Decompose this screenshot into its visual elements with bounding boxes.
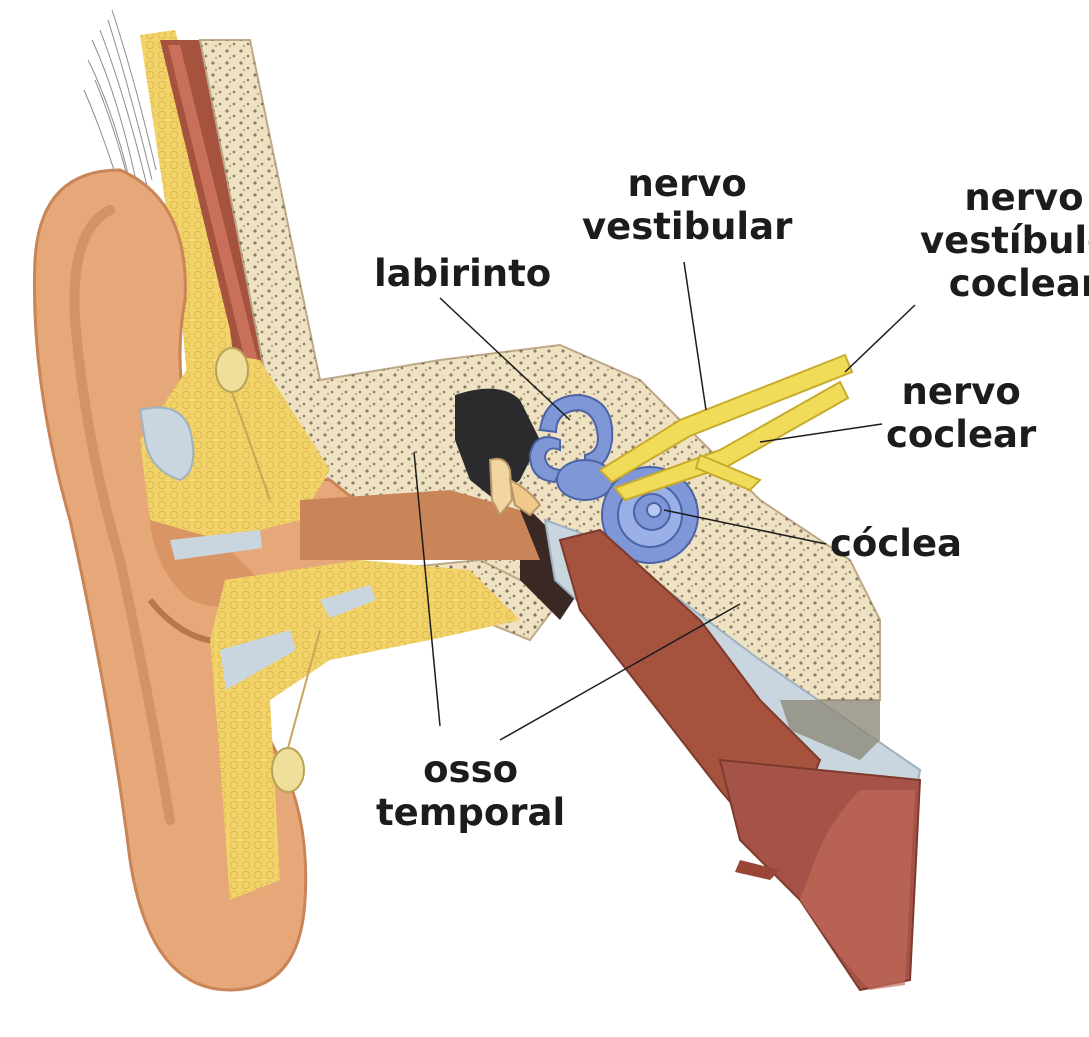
- label-nervo-vestibular-line1: nervo: [627, 162, 747, 205]
- label-labirinto: labirinto: [374, 252, 551, 295]
- ossicles: [488, 457, 542, 517]
- label-osso-temporal: osso temporal: [376, 748, 565, 834]
- label-coclea-text: cóclea: [830, 522, 963, 565]
- label-osso-temporal-line2: temporal: [376, 791, 566, 834]
- leader-line-osso-temporal-2: [499, 603, 741, 741]
- label-nervo-vestibulo-coclear-line1: nervo: [964, 176, 1084, 219]
- hair: [83, 9, 157, 231]
- label-nervo-vestibulo-coclear-line2: vestíbulo-: [920, 219, 1089, 262]
- leader-line-osso-temporal-1: [413, 451, 441, 727]
- label-nervo-vestibulo-coclear: nervo vestíbulo- coclear: [920, 176, 1089, 305]
- leader-line-nervo-coclear: [759, 423, 883, 443]
- label-osso-temporal-line1: osso: [423, 748, 519, 791]
- label-nervo-vestibulo-coclear-line3: coclear: [948, 262, 1089, 305]
- middle-ear-cavity: [455, 388, 540, 500]
- label-nervo-coclear-line1: nervo: [901, 370, 1021, 413]
- label-nervo-coclear: nervo coclear: [886, 370, 1036, 456]
- auricular-nerves: [215, 347, 321, 793]
- label-nervo-coclear-line2: coclear: [886, 413, 1037, 456]
- label-nervo-vestibular: nervo vestibular: [582, 162, 792, 248]
- leader-line-coclea: [663, 509, 827, 545]
- label-labirinto-text: labirinto: [374, 252, 552, 295]
- leader-lines: [413, 261, 916, 741]
- label-nervo-vestibular-line2: vestibular: [582, 205, 793, 248]
- ear-canal: [300, 490, 540, 560]
- leader-line-nervo-vestibulo-coclear: [844, 304, 916, 373]
- canal-cartilage: [138, 350, 520, 900]
- vestibulocochlear-nerve: [598, 353, 854, 502]
- label-coclea: cóclea: [830, 522, 962, 565]
- leader-line-labirinto: [439, 297, 571, 421]
- auricle: [32, 168, 382, 992]
- eustachian-tube: [543, 518, 922, 992]
- leader-line-nervo-vestibular: [683, 261, 707, 411]
